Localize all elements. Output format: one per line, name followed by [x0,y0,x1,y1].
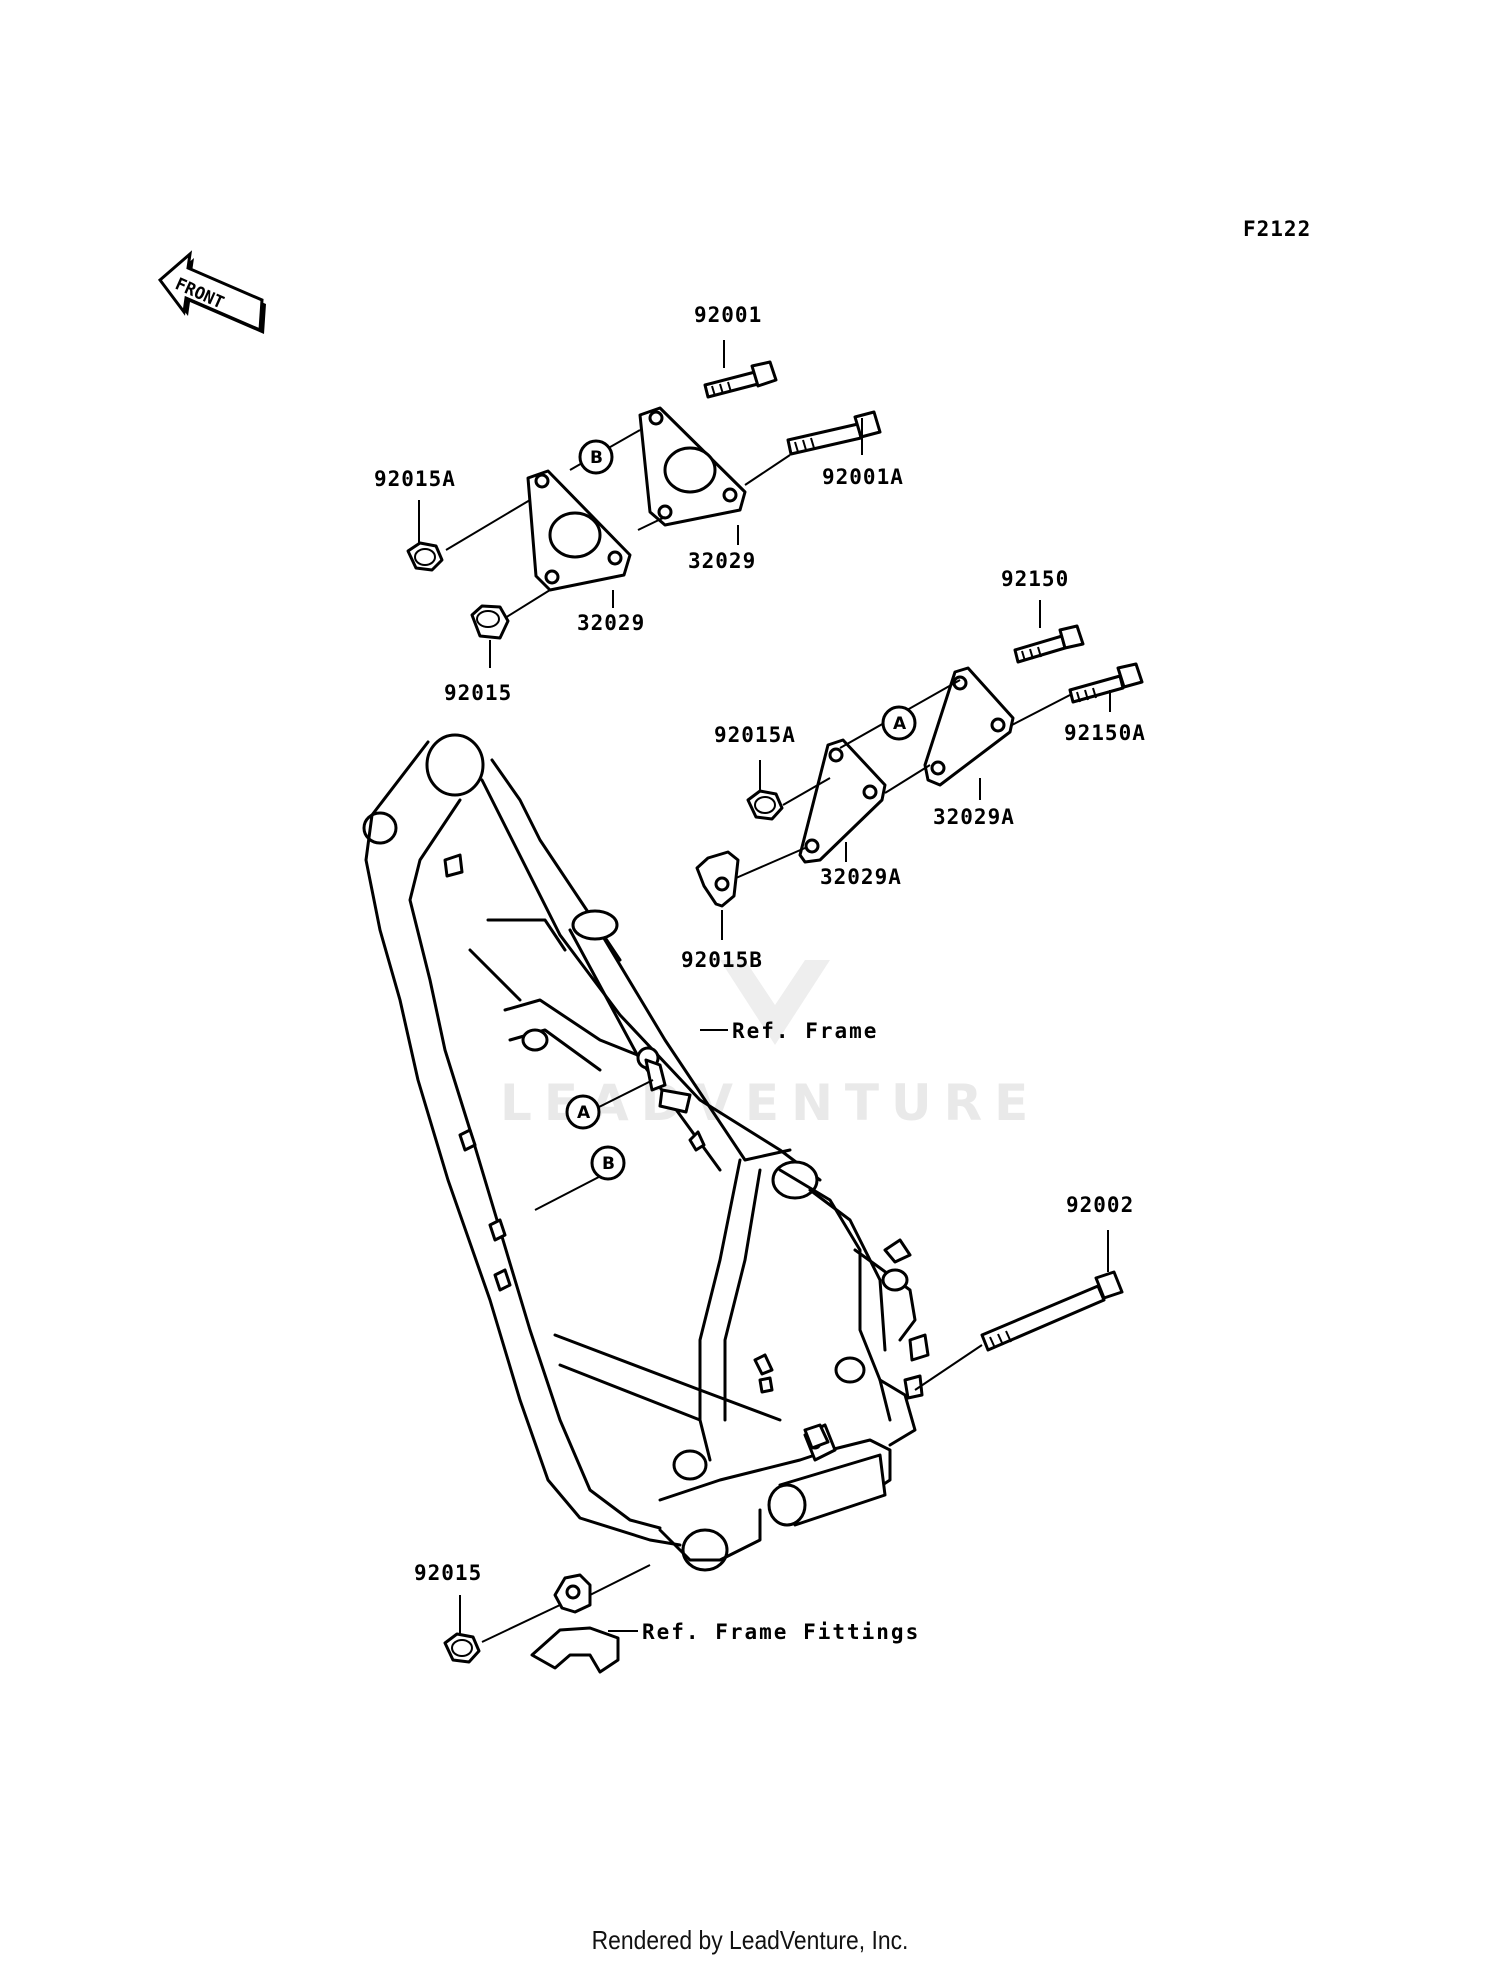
bolt-92002 [980,1270,1124,1352]
callout-b-upper: B [590,448,603,468]
part-label-92001a: 92001A [822,465,904,489]
footer-credit: Rendered by LeadVenture, Inc. [591,1925,909,1955]
ref-frame-fittings-label: Ref. Frame Fittings [642,1620,920,1644]
plate-32029a-rear [923,666,1015,787]
part-label-92015a-upper: 92015A [374,467,456,491]
lower-mounting-hardware [443,1270,1124,1674]
part-label-92015-upper: 92015 [444,681,512,705]
frame-fitting-plate [553,1573,592,1614]
part-label-92150a: 92150A [1064,721,1146,745]
part-label-92002: 92002 [1066,1193,1134,1217]
callout-b-frame: B [602,1154,615,1174]
part-label-32029a-front: 32029A [820,865,902,889]
part-label-32029-upper: 32029 [688,549,756,573]
callout-a-upper: A [893,714,907,734]
part-label-92015a-middle: 92015A [714,723,796,747]
motorcycle-frame [362,733,930,1572]
part-label-32029-lower: 32029 [577,611,645,635]
leader-lines [418,340,1111,1634]
plate-32029-rear [638,406,747,527]
nut-92015a-middle [746,789,784,821]
bolt-92150a [1068,662,1144,704]
middle-engine-bracket-group-a: A [695,624,1144,908]
nut-92015-lower [443,1632,481,1664]
nut-92015-upper [470,604,510,640]
frame-fitting-guard [530,1626,620,1674]
part-labels: 92001 92001A 92015A 32029 32029 92015 92… [374,303,1146,1644]
bolt-92001 [703,360,778,399]
plate-32029-front [526,469,632,592]
bolt-92001a [786,410,882,456]
part-label-92015b: 92015B [681,948,763,972]
upper-engine-bracket-group-b: B [406,360,882,640]
frame-callouts: A B [534,1079,654,1211]
part-label-92150: 92150 [1001,567,1069,591]
part-label-32029a-rear: 32029A [933,805,1015,829]
nut-92015a-upper [406,541,444,572]
bracket-92015b [695,850,740,908]
bolt-92150 [1013,624,1085,664]
ref-frame-label: Ref. Frame [732,1019,878,1043]
front-direction-arrow-icon: FRONT [157,250,266,334]
part-label-92001: 92001 [694,303,762,327]
plate-32029a-front [798,738,887,864]
part-label-92015-lower: 92015 [414,1561,482,1585]
figure-code: F2122 [1243,217,1311,241]
callout-a-frame: A [577,1103,591,1123]
